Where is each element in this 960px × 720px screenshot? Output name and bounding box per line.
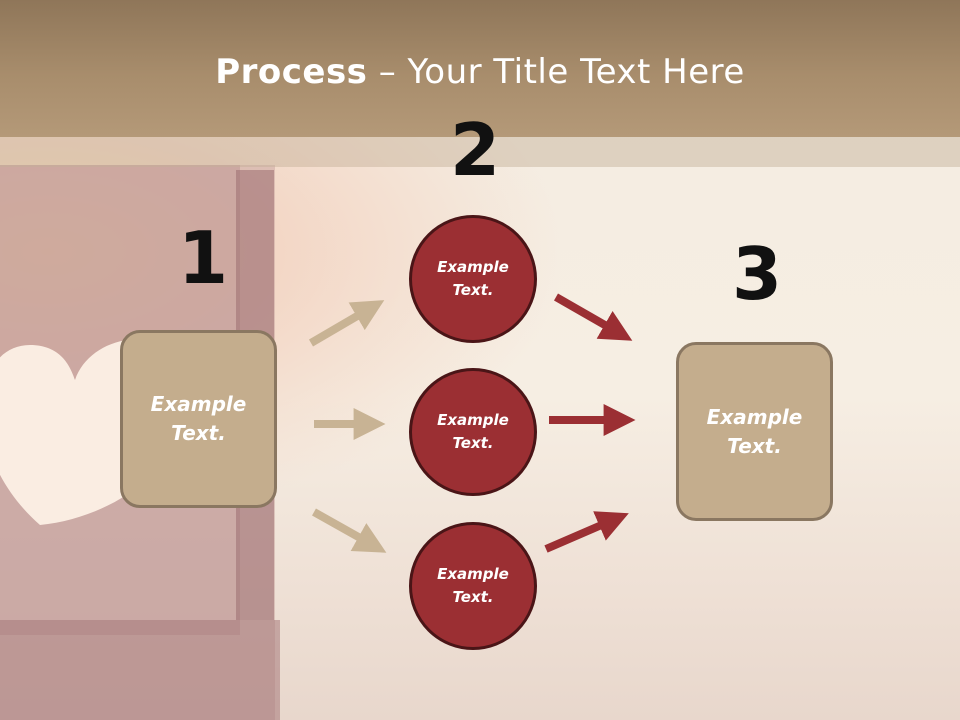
title-bar-band [0,137,960,167]
step-number-2: 2 [450,108,501,192]
arrow-1-to-bottom [312,508,387,553]
title-bold: Process [215,52,368,92]
circle-middle-text-line2: Text. [452,434,494,452]
arrow-1-to-top [308,300,385,347]
circle-bottom-text-line1: Example [437,565,509,583]
step-1-text-line1: Example [150,392,247,416]
title-bar [0,0,960,137]
circle-bottom-text-line2: Text. [452,588,494,606]
circle-middle-text-line1: Example [437,411,509,429]
slide-title: Process – Your Title Text Here [0,52,960,92]
title-rest: – Your Title Text Here [367,52,745,92]
step-3-text-line1: Example [706,404,803,429]
step-number-1: 1 [178,216,229,300]
arrow-top-to-3 [554,293,633,341]
step-3-text-line2: Text. [727,433,782,458]
circle-top-text-line2: Text. [452,281,494,299]
step-number-3: 3 [732,232,783,316]
arrow-bottom-to-3 [544,511,629,553]
step-1-text-line2: Text. [171,421,226,445]
circle-top-text-line1: Example [437,258,509,276]
